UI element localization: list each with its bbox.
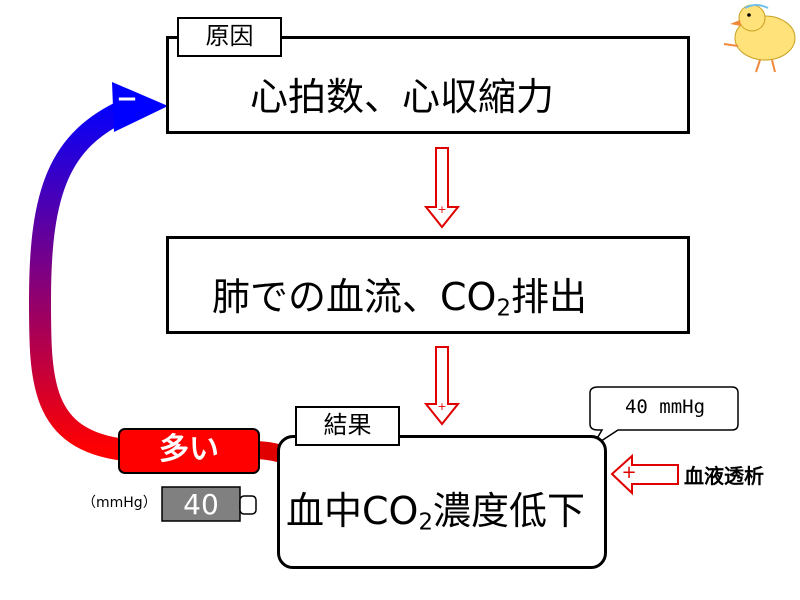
cause-text: 心拍数、心収縮力 [250,75,555,119]
feedback-badge-text: 多い [159,432,219,467]
middle-text-before: 肺での血流、CO [212,275,497,319]
gauge-unit: （mmHg） [82,495,157,511]
feedback-arrowhead [112,82,168,132]
dialysis-sign: + [621,462,637,483]
middle-text-sub: 2 [496,295,511,322]
arrow-middle-to-result [423,346,461,426]
feedback-arrow-shaft [28,100,130,461]
arrow-middle-to-result-sign: + [437,400,447,413]
result-text-after: 濃度低下 [432,489,585,533]
cause-box [166,36,690,134]
result-text-before: 血中CO [286,489,419,533]
callout-text: 40 mmHg [624,396,706,418]
feedback-sign: − [116,84,138,114]
cause-tag: 原因 [177,17,282,57]
middle-text-after: 排出 [510,275,587,319]
chick-illustration [723,4,796,73]
gauge-value: 40 [183,488,219,521]
callout-bubble [589,386,739,448]
dialysis-label: 血液透析 [684,464,764,488]
feedback-badge [118,428,260,474]
result-text: 血中CO2濃度低下 [286,480,585,536]
result-tag: 結果 [295,406,400,446]
result-box [277,435,607,569]
arrow-cause-to-middle-sign: + [437,203,447,216]
middle-text: 肺での血流、CO2排出 [212,266,587,322]
arrow-cause-to-middle [423,147,461,229]
dialysis-arrow [610,453,679,496]
gauge-body [161,486,241,522]
middle-box [166,236,690,334]
result-text-sub: 2 [418,509,433,536]
gauge-tip [239,495,257,515]
